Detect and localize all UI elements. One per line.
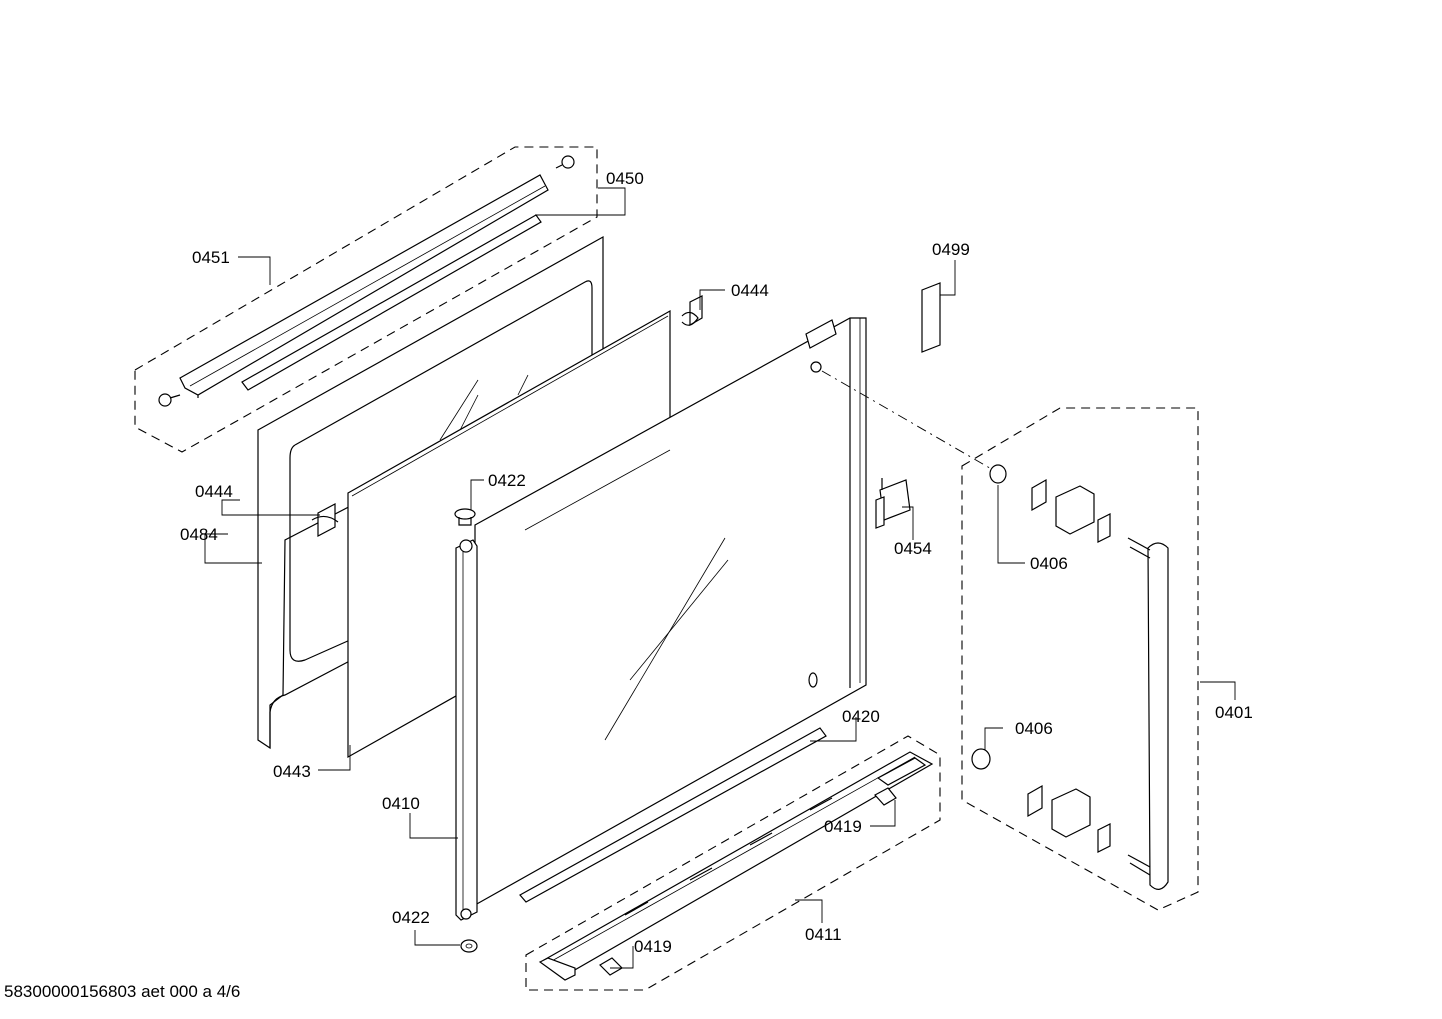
screw-icon [158, 393, 181, 407]
label-0406-bottom: 0406 [1015, 719, 1053, 738]
part-labels: 0450 0451 0499 0444 0444 0484 0422 0454 … [180, 169, 1253, 956]
screw-icon [555, 155, 575, 169]
hinge-block [875, 478, 911, 529]
clip-icon [681, 295, 703, 327]
label-0422-top: 0422 [488, 471, 526, 490]
handle-assembly [961, 407, 1199, 911]
label-0422-bottom: 0422 [392, 908, 430, 927]
inner-door-frame [257, 235, 604, 750]
drawing-id: 58300000156803 aet 000 a 4/6 [4, 982, 240, 1001]
washer-icon [460, 939, 478, 953]
side-profile [455, 539, 478, 921]
label-0450: 0450 [606, 169, 644, 188]
clip-icon [311, 503, 339, 537]
label-0419-right: 0419 [824, 817, 862, 836]
label-0444-top: 0444 [731, 281, 769, 300]
label-0401: 0401 [1215, 703, 1253, 722]
label-0451: 0451 [192, 248, 230, 267]
label-0499: 0499 [932, 240, 970, 259]
label-0454: 0454 [894, 539, 932, 558]
screw-head-icon [454, 508, 476, 526]
top-rail-assembly [134, 146, 598, 453]
bottom-rail-assembly [525, 735, 941, 991]
leader-lines [204, 187, 1236, 969]
label-0484: 0484 [180, 525, 218, 544]
label-0443: 0443 [273, 762, 311, 781]
label-0444-left: 0444 [195, 482, 233, 501]
label-0406-top: 0406 [1030, 554, 1068, 573]
label-0411: 0411 [805, 925, 842, 944]
bottom-seal-strip [519, 727, 827, 903]
label-0419-bottom: 0419 [634, 937, 672, 956]
rating-label [921, 282, 941, 353]
label-0410: 0410 [382, 794, 420, 813]
label-0420: 0420 [842, 707, 880, 726]
